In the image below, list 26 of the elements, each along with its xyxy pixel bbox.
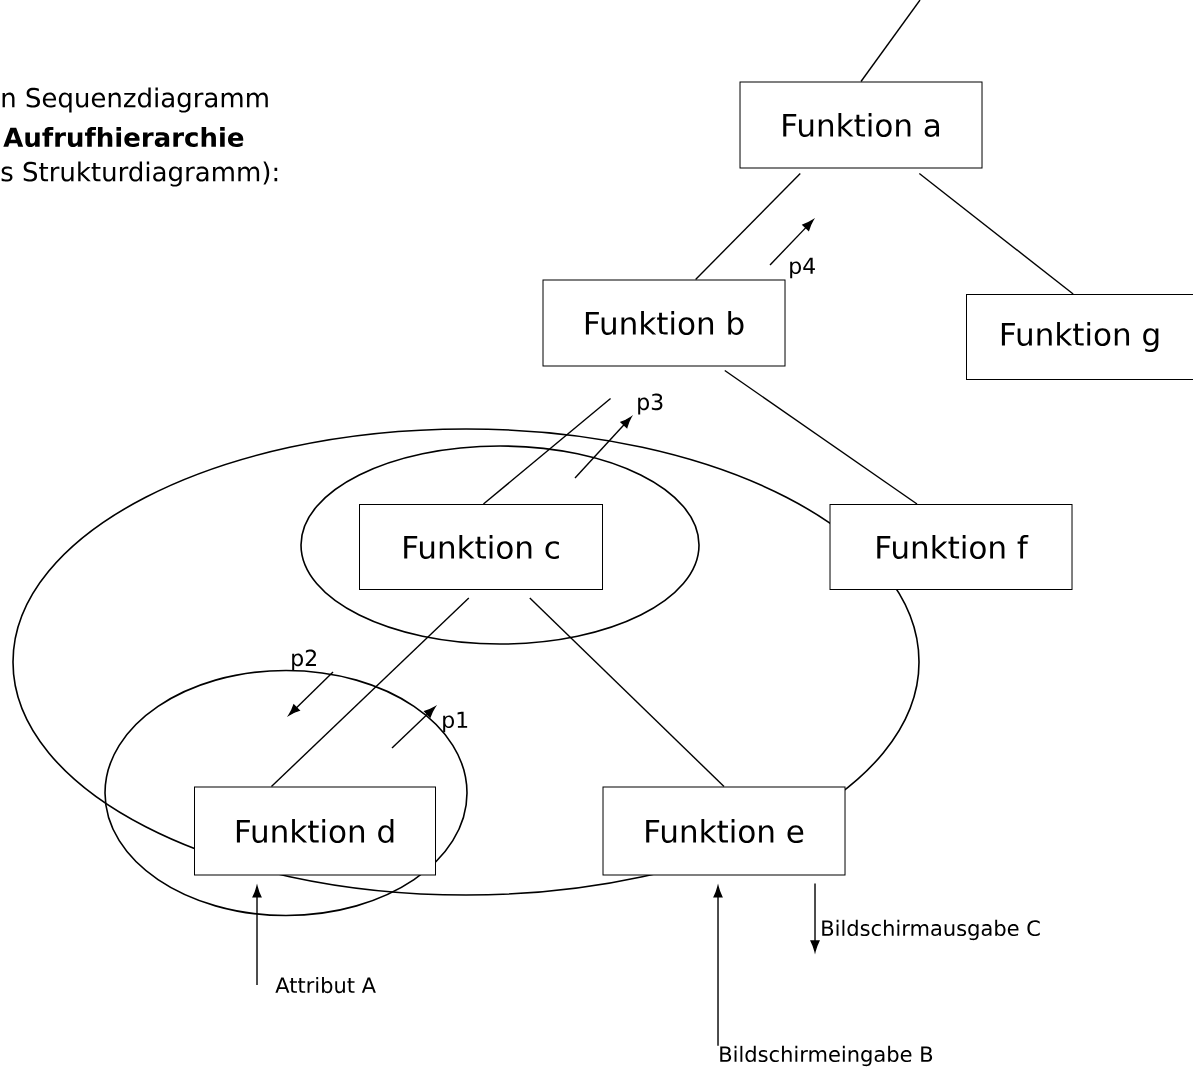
connector-line [270,597,470,788]
function-box: Funktion g [966,294,1193,380]
heading-text: s Strukturdiagramm): [1,161,278,187]
parameter-label: p1 [443,711,468,733]
function-box: Funktion f [829,504,1073,590]
function-box: Funktion a [739,81,983,169]
parameter-label: p3 [638,393,663,415]
connector-line [724,369,918,505]
connector-line [860,0,921,83]
heading-text: n Sequenzdiagramm [2,87,268,113]
connector-line [482,397,612,505]
arrow [810,882,820,953]
connector-line [529,597,725,788]
input-output-label: Bildschirmausgabe C [822,919,1040,941]
arrow [252,885,262,986]
connector-line [694,172,801,281]
connector-line [918,172,1074,295]
heading-text: Aufrufhierarchie [3,126,244,148]
input-output-label: Bildschirmeingabe B [720,1045,933,1067]
arrow [713,885,723,1047]
input-output-label: Attribut A [275,976,376,994]
parameter-label: p2 [292,649,316,671]
parameter-label: p4 [790,257,815,279]
function-box: Funktion d [194,786,436,876]
function-box: Funktion c [359,504,603,590]
function-box: Funktion b [542,279,786,367]
